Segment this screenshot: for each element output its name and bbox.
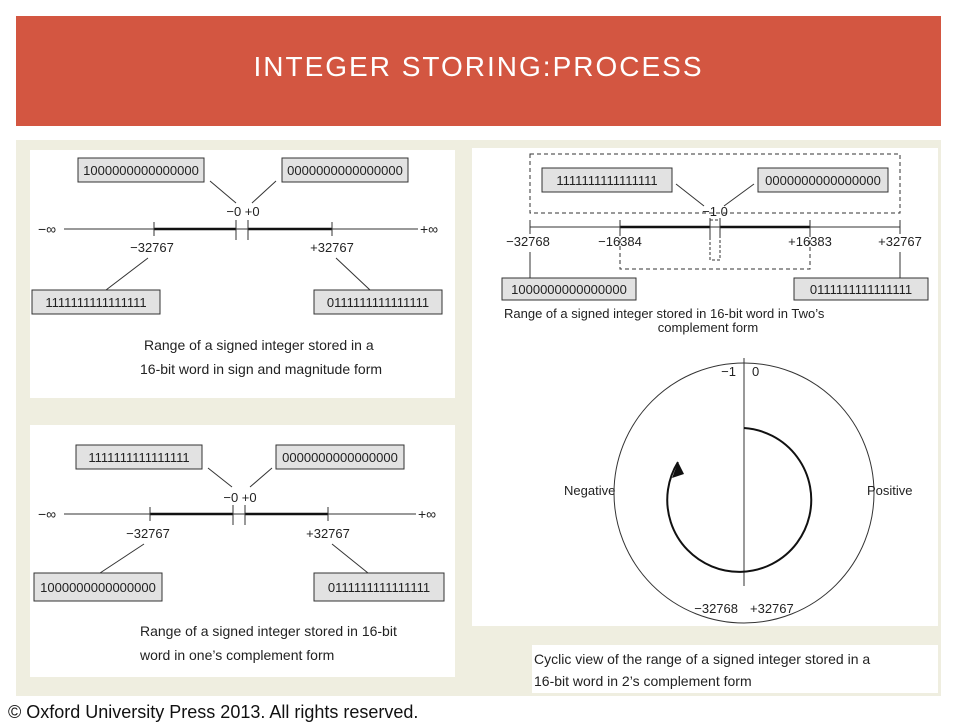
cyclic-positive-label: Positive [867, 483, 913, 498]
tc-caption-line1: Range of a signed integer stored in 16-b… [504, 306, 825, 321]
sm-box-right-bottom-text: 0111111111111111 [327, 295, 429, 310]
sign-magnitude-panel: 1000000000000000 0000000000000000 −0 +0 … [30, 150, 455, 398]
slide-header: INTEGER STORING:PROCESS [16, 16, 941, 126]
ones-complement-panel: 1111111111111111 0000000000000000 −0 +0 … [30, 425, 455, 677]
sm-box-right-top-text: 0000000000000000 [287, 163, 403, 178]
cyclic-bottom-left: −32768 [694, 601, 738, 616]
oc-box-left-top-text: 1111111111111111 [88, 450, 189, 465]
oc-box-left-top [75, 444, 203, 470]
oc-max-label: +32767 [306, 526, 350, 541]
cyclic-bottom-right: +32767 [750, 601, 794, 616]
cyclic-top-left: −1 [721, 364, 736, 379]
oc-box-right-top [275, 444, 405, 470]
copyright-notice: © Oxford University Press 2013. All righ… [8, 702, 419, 722]
cyclic-caption-line2: 16-bit word in 2’s complement form [534, 673, 752, 689]
sm-caption-line2: 16-bit word in sign and magnitude form [140, 361, 382, 377]
cyclic-caption-panel: Cyclic view of the range of a signed int… [532, 645, 938, 693]
sm-box-left-bottom [31, 289, 161, 315]
twos-complement-diagram: 1111111111111111 0000000000000000 −1 0 −… [501, 153, 929, 624]
sm-pointer-right-bottom [335, 257, 371, 291]
oc-pointer-left-top [207, 467, 233, 488]
oc-box-left-bottom [33, 572, 163, 602]
twos-complement-panel: 1111111111111111 0000000000000000 −1 0 −… [472, 148, 938, 626]
cyclic-arrow-path [666, 427, 813, 573]
sm-pointer-left-bottom [105, 257, 149, 291]
tc-box-left-bottom-text: 1000000000000000 [511, 282, 627, 297]
tc-min-label: −32768 [506, 234, 550, 249]
sm-pointer-left-top [209, 180, 237, 204]
oc-min-label: −32767 [126, 526, 170, 541]
sm-box-left-bottom-text: 1111111111111111 [45, 295, 146, 310]
oc-pointer-right-bottom [331, 543, 369, 574]
cyclic-caption: Cyclic view of the range of a signed int… [534, 651, 870, 689]
tc-box-right-top-text: 0000000000000000 [765, 173, 881, 188]
cyclic-top-right: 0 [752, 364, 759, 379]
sm-pos-inf: +∞ [420, 221, 438, 237]
tc-mid-bracket [619, 226, 811, 270]
cyclic-caption-line1: Cyclic view of the range of a signed int… [534, 651, 870, 667]
tc-half-neg-label: −16384 [598, 234, 642, 249]
tc-zero-label: −1 0 [702, 204, 728, 219]
sign-magnitude-diagram: 1000000000000000 0000000000000000 −0 +0 … [31, 157, 443, 377]
oc-zero-label: −0 +0 [223, 490, 256, 505]
ones-complement-diagram: 1111111111111111 0000000000000000 −0 +0 … [33, 444, 445, 663]
oc-box-right-top-text: 0000000000000000 [282, 450, 398, 465]
tc-box-right-bottom [793, 277, 929, 301]
oc-box-right-bottom-text: 0111111111111111 [328, 580, 430, 595]
oc-box-right-bottom [313, 572, 445, 602]
sm-pointer-right-top [251, 180, 277, 204]
oc-caption-line1: Range of a signed integer stored in 16-b… [140, 623, 397, 639]
oc-neg-inf: −∞ [38, 506, 56, 522]
tc-box-left-bottom [501, 277, 637, 301]
oc-caption-line2: word in one’s complement form [139, 647, 334, 663]
oc-pointer-right-top [249, 467, 273, 488]
cyclic-negative-label: Negative [564, 483, 615, 498]
slide-title: INTEGER STORING:PROCESS [253, 51, 704, 82]
oc-pointer-left-bottom [99, 543, 145, 574]
sm-zero-label: −0 +0 [226, 204, 259, 219]
cyclic-arrow-head [672, 462, 684, 478]
tc-box-left-top [541, 167, 673, 193]
tc-box-right-top [757, 167, 889, 193]
tc-top-bracket [529, 153, 901, 214]
sm-box-right-top [281, 157, 409, 183]
tc-box-left-top-text: 1111111111111111 [556, 173, 657, 188]
tc-caption-line2: complement form [658, 320, 758, 335]
sm-box-left-top-text: 1000000000000000 [83, 163, 199, 178]
sm-min-label: −32767 [130, 240, 174, 255]
tc-half-pos-label: +16383 [788, 234, 832, 249]
tc-pointer-left-top [675, 183, 705, 207]
sm-max-label: +32767 [310, 240, 354, 255]
sm-box-left-top [77, 157, 205, 183]
sm-box-right-bottom [313, 289, 443, 315]
sm-caption-line1: Range of a signed integer stored in a [144, 337, 374, 353]
tc-max-label: +32767 [878, 234, 922, 249]
oc-box-left-bottom-text: 1000000000000000 [40, 580, 156, 595]
tc-box-right-bottom-text: 0111111111111111 [810, 282, 912, 297]
tc-zero-bracket [709, 219, 721, 261]
tc-pointer-right-top [723, 183, 755, 207]
sm-neg-inf: −∞ [38, 221, 56, 237]
oc-pos-inf: +∞ [418, 506, 436, 522]
